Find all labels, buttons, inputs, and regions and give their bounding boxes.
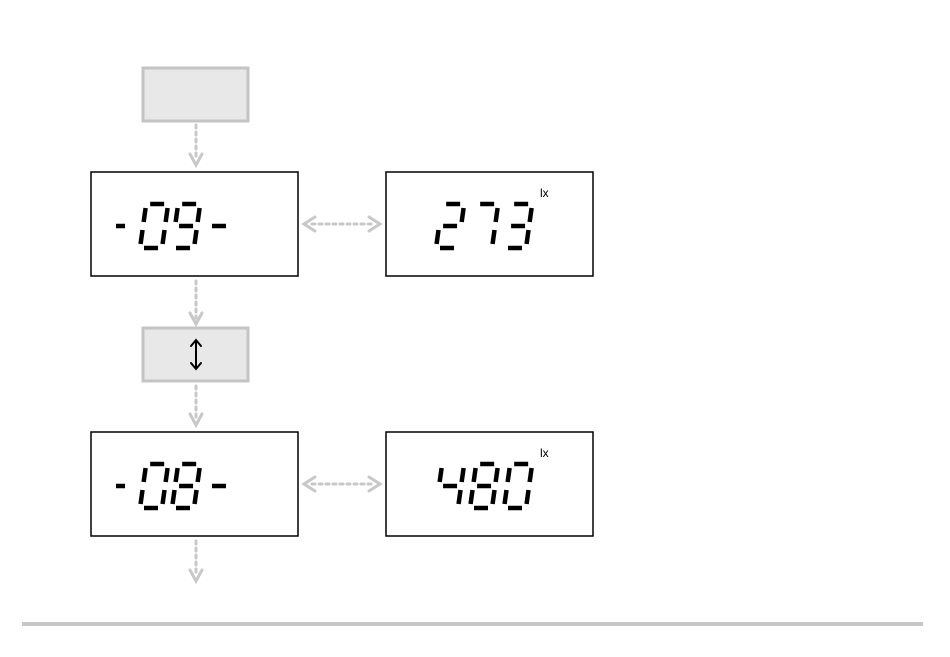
lcd-segment-2-f [508,468,510,482]
lcd-segment-1-f [144,468,146,482]
lcd-segment-0-f [440,468,442,482]
lcd-segment-1-f [474,468,476,482]
lcd-segment-2-b [198,468,200,482]
lcd-segment-2-c [527,230,529,244]
lcd-segment-1-b [166,468,168,482]
lcd-segment-2-b [530,468,532,482]
lcd-segment-1-c [163,490,165,504]
lcd-segment-2-b [198,208,200,222]
flow-arrow-down-4 [190,541,202,581]
lcd-segment-1-e [141,490,143,504]
lcd-segment-1-c [493,230,495,244]
lcd-value-2-unit: lx [540,446,549,460]
lcd-segment-2-e [505,490,507,504]
lcd-segment-2-f [176,468,178,482]
lcd-segment-1-e [141,230,143,244]
lcd-value-1 [386,172,593,276]
lcd-segment-1-b [496,208,498,222]
lcd-segment-0-c [459,490,461,504]
flow-arrow-down-1 [190,125,202,165]
flow-arrow-down-3 [190,386,202,425]
flow-arrow-down-2 [190,281,202,324]
lcd-segment-2-e [173,490,175,504]
lcd-segment-2-c [195,490,197,504]
lcd-segment-0-e [437,230,439,244]
lcd-value-1-unit: lx [540,186,549,200]
lcd-segment-0-b [462,208,464,222]
lcd-segment-1-f [144,208,146,222]
lcd-segment-1-b [496,468,498,482]
flow-arrow-bidirectional-2 [304,477,380,491]
lcd-segment-1-b [166,208,168,222]
lcd-segment-0-b [462,468,464,482]
top-key[interactable] [143,68,248,121]
flow-arrow-bidirectional-1 [304,217,380,231]
lcd-segment-1-c [163,230,165,244]
lcd-segment-2-c [195,230,197,244]
lcd-segment-1-c [493,490,495,504]
lcd-segment-2-c [527,490,529,504]
lcd-segment-2-f [176,208,178,222]
lcd-segment-2-b [530,208,532,222]
lcd-segment-1-e [471,490,473,504]
